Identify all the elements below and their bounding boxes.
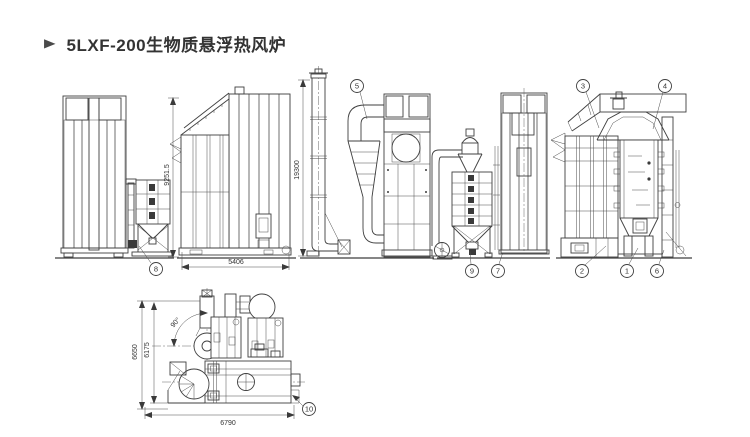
dimension-front-height: 9251.5: [164, 97, 179, 258]
balloon-2-label: 2: [580, 267, 584, 276]
page-title: 5LXF-200生物质悬浮热风炉: [66, 36, 287, 55]
balloon-10-label: 10: [305, 405, 313, 414]
dim-plan-depth-inner-text: 6175: [144, 342, 151, 358]
balloon-8-label: 8: [154, 265, 158, 274]
view-cyclone-fan-housing: 5: [347, 79, 433, 258]
balloon-10: 10: [292, 395, 316, 416]
dim-chimney-height-text: 19300: [294, 160, 301, 180]
view-furnace-side: 3 4 2 1 6: [550, 79, 687, 278]
balloon-5: 5: [350, 79, 368, 120]
dimension-plan-depth-outer: 6650: [132, 300, 200, 410]
dimension-plan-depth-inner: 6175: [144, 302, 168, 404]
balloon-7-label: 7: [496, 267, 500, 276]
view-dryer-front: [169, 86, 292, 256]
balloon-9: 9: [465, 250, 479, 278]
balloon-1: 1: [620, 247, 639, 278]
balloon-8: 8: [138, 245, 163, 276]
balloon-5-label: 5: [355, 82, 359, 91]
dim-plan-depth-outer-text: 6650: [132, 344, 139, 360]
view-chimney: [306, 66, 351, 258]
dimension-front-width: 5406: [181, 252, 290, 270]
balloon-3: 3: [576, 79, 600, 129]
drawing-title: ▶ 5LXF-200生物质悬浮热风炉: [44, 31, 286, 56]
dimension-chimney-height: 19300: [294, 79, 310, 257]
balloon-1-label: 1: [625, 267, 629, 276]
dim-plan-width-text: 6790: [220, 420, 236, 427]
plan-view: 90° 6650 6175 6790: [132, 288, 316, 427]
balloon-2: 2: [575, 245, 607, 278]
title-arrow-icon: ▶: [44, 36, 56, 51]
balloon-3-label: 3: [581, 82, 585, 91]
balloon-7: 7: [491, 248, 505, 278]
view-hopper-unit: 8: [125, 178, 173, 276]
balloon-6: 6: [650, 249, 665, 278]
dim-front-width-text: 5406: [228, 259, 244, 266]
balloon-9-label: 9: [470, 267, 474, 276]
dimension-plan-width: 6790: [144, 405, 295, 427]
view-cyclone-separator: 9 7: [431, 128, 505, 278]
view-dryer-tower-side: [60, 95, 129, 258]
view-tall-tower: [493, 88, 550, 255]
dim-duct-angle-text: 90°: [169, 316, 182, 329]
balloon-4-label: 4: [663, 82, 667, 91]
balloon-6-label: 6: [655, 267, 659, 276]
dim-front-height-text: 9251.5: [164, 164, 171, 186]
balloon-4: 4: [652, 79, 672, 130]
